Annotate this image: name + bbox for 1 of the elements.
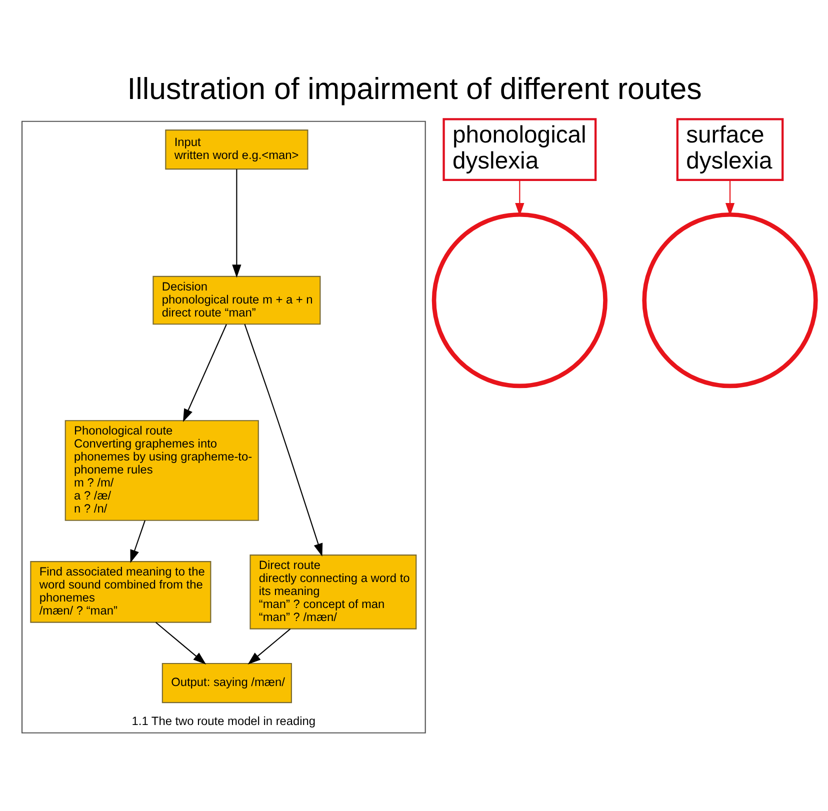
diagram-title: Illustration of impairment of different routes bbox=[126, 72, 702, 106]
